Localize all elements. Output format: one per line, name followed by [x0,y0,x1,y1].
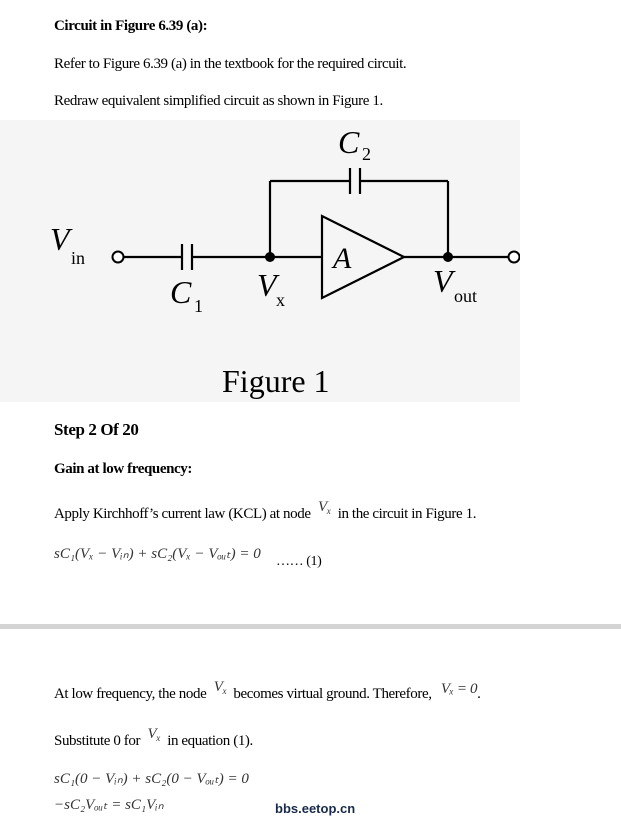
equation-1-tag: …… (1) [276,554,322,569]
equation-2: sC₁(0 − Vᵢₙ) + sC₂(0 − Vₒᵤₜ) = 0 [54,771,249,787]
vout-terminal [507,250,520,264]
low-node: Vx [213,679,227,696]
section-divider [0,624,621,629]
vout-node-dot [443,252,453,262]
c1-label: C [170,274,192,310]
gain-heading: Gain at low frequency: [54,461,192,477]
vout-label-sub: out [454,286,477,306]
watermark: bbs.eetop.cn [275,801,356,816]
vout-label: V [433,263,456,299]
low-frequency-sentence: At low frequency, the node Vx becomes vi… [54,679,481,702]
kcl-pre: Apply Kirchhoff’s current law (KCL) at n… [54,506,311,522]
figure-caption: Figure 1 [222,363,330,399]
instruction-line-1: Refer to Figure 6.39 (a) in the textbook… [54,56,407,72]
section-heading: Circuit in Figure 6.39 (a): [54,18,208,34]
c1-label-sub: 1 [194,296,203,316]
circuit-figure: C 2 C 1 V in V x V out A Figure 1 [0,120,520,402]
subst-node: Vx [147,726,160,743]
amplifier-label: A [331,242,352,275]
vin-terminal [111,250,125,264]
virtual-ground-result: Vₓ = 0 [440,681,478,697]
vin-label: V [50,221,73,257]
instruction-line-2: Redraw equivalent simplified circuit as … [54,93,383,109]
kcl-post: in the circuit in Figure 1. [337,506,477,522]
equation-3: −sC₂Vₒᵤₜ = sC₁Vᵢₙ [54,797,164,813]
c2-label: C [338,124,360,160]
c2-label-sub: 2 [362,144,371,164]
amplifier-triangle [320,214,407,300]
vin-label-sub: in [71,248,85,268]
kcl-node: Vx [317,499,331,516]
equation-1: sC₁(Vₓ − Vᵢₙ) + sC₂(Vₓ − Vₒᵤₜ) = 0 [54,546,261,562]
vx-node-dot [265,252,275,262]
circuit-diagram: C 2 C 1 V in V x V out A Figure 1 [50,124,520,399]
substitute-sentence: Substitute 0 for Vx in equation (1). [54,726,253,749]
vx-label: V [257,267,280,303]
step-heading: Step 2 Of 20 [54,420,139,439]
kcl-sentence: Apply Kirchhoff’s current law (KCL) at n… [54,499,477,523]
vx-label-sub: x [276,290,285,310]
